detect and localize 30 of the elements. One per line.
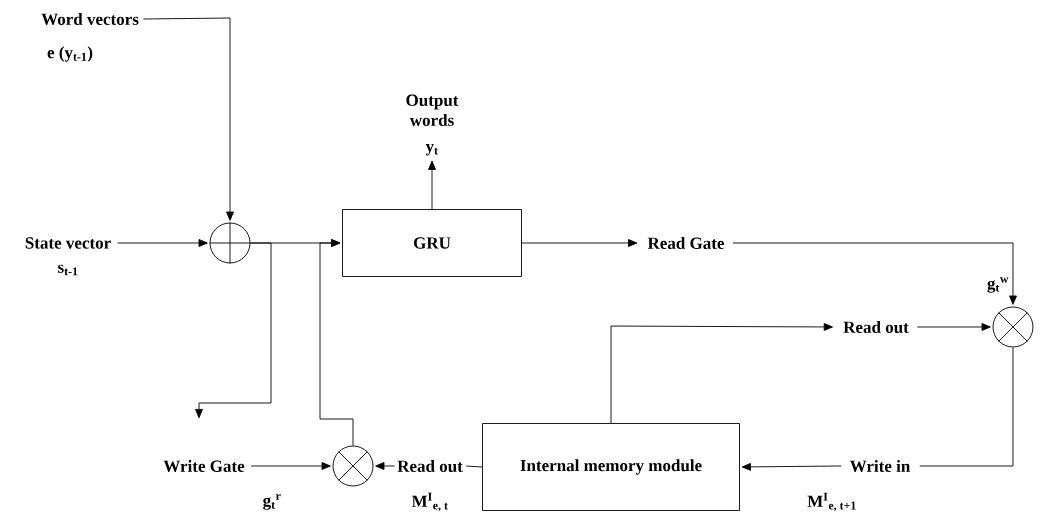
variable-label: e (y$_{t-1}$) [47, 46, 93, 62]
signal-label: Read Gate [647, 237, 725, 249]
signal-label: Write Gate [163, 459, 245, 472]
arrow [521, 239, 638, 247]
adder-symbol [209, 222, 251, 264]
arrow [117, 239, 208, 247]
variable-label: M$^{I}$e, t+1 [807, 492, 856, 512]
variable-label: g$_{t}$r [263, 494, 281, 510]
arrow [319, 239, 354, 446]
signal-label: Write in [849, 459, 911, 472]
arrow [195, 242, 272, 419]
arrow [375, 462, 396, 470]
signal-label: Output words y$_{t}$ [406, 94, 459, 156]
signal-label: Read out [843, 321, 909, 333]
variable-label: g$_{t}$w [987, 277, 1009, 293]
signal-label: Word vectors [41, 12, 139, 25]
signal-label: State vector [25, 237, 111, 249]
arrow [250, 462, 331, 470]
signal-label: Read out [397, 460, 463, 472]
process-box: Internal memory module [482, 423, 740, 511]
arrow [916, 323, 991, 331]
arrow [732, 242, 1017, 305]
variable-label: M$^{I}$e, t [411, 492, 448, 512]
arrow [741, 463, 842, 471]
arrow [142, 17, 234, 221]
process-box: GRU [342, 209, 522, 277]
arrow [610, 323, 833, 424]
multiplier-symbol [332, 445, 374, 487]
variable-label: s$_{t-1}$ [58, 264, 78, 276]
arrow [428, 160, 436, 210]
